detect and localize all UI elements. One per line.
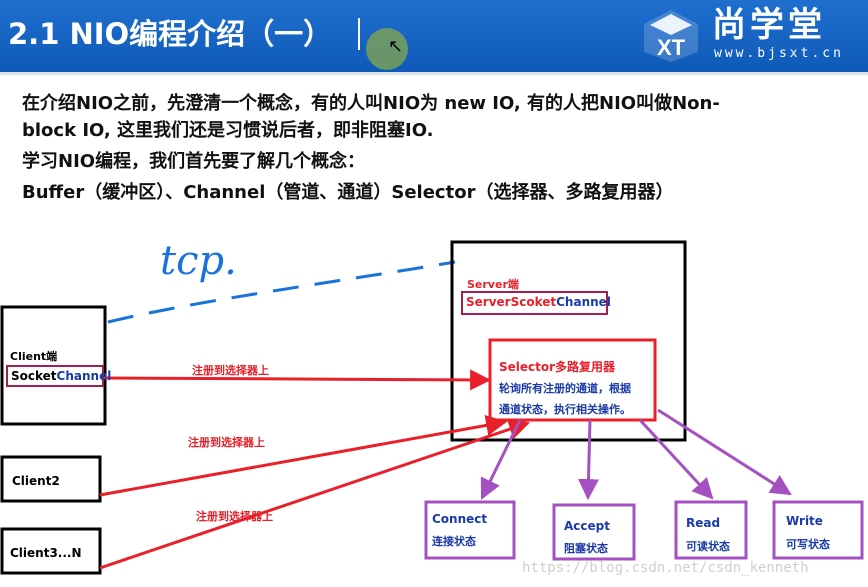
tcp-connection-line (107, 260, 456, 324)
register-label-3: 注册到选择器上 (196, 510, 273, 523)
register-arrow-3 (99, 419, 530, 570)
logo-name: 尚学堂 (712, 5, 826, 45)
state-box-write (772, 500, 864, 560)
client2-title: Client2 (12, 474, 60, 488)
state-connect-name: Connect (432, 512, 488, 526)
register-label-1: 注册到选择器上 (192, 364, 269, 377)
state-arrow-connect (480, 419, 522, 500)
state-read-name: Read (686, 516, 721, 530)
server-channel-box (461, 291, 608, 315)
title-divider (358, 18, 360, 50)
logo-mark-text: XT (657, 35, 686, 60)
selector-title: Selector多路复用器 (499, 360, 616, 374)
state-arrow-read (638, 418, 714, 500)
selector-desc-2: 通道状态，执行相关操作。 (499, 403, 631, 416)
state-box-connect (424, 500, 516, 560)
client1-channel-prefix: Socket (11, 369, 57, 383)
client1-channel-label: SocketChannel (11, 369, 111, 383)
state-connect-desc: 连接状态 (432, 535, 476, 548)
client2-box (0, 455, 102, 503)
selector-desc-1: 轮询所有注册的通道，根据 (499, 382, 631, 395)
state-accept-desc: 阻塞状态 (564, 542, 608, 555)
state-write-name: Write (786, 514, 823, 528)
server-box (450, 240, 687, 442)
state-write-desc: 可写状态 (786, 538, 830, 551)
selector-box (488, 338, 657, 422)
server-channel-suffix: Channel (556, 295, 611, 309)
client1-box (0, 305, 107, 426)
intro-line-2: block IO, 这里我们还是习惯说后者，即非阻塞IO. (22, 120, 434, 141)
slide-title: 2.1 NIO编程介绍（一） (8, 17, 333, 51)
register-label-2: 注册到选择器上 (188, 436, 265, 449)
server-title: Server端 (467, 278, 519, 291)
state-arrow-accept (577, 419, 599, 501)
intro-line-1: 在介绍NIO之前，先澄清一个概念，有的人叫NIO为 new IO, 有的人把NI… (22, 93, 720, 114)
title-bar: 2.1 NIO编程介绍（一） ↖ XT 尚学堂 www.bjsxt.cn (0, 0, 868, 75)
logo-icon: XT (644, 10, 698, 62)
tcp-label: tcp. (160, 238, 237, 284)
cursor-highlight (366, 28, 408, 70)
client3-box (0, 527, 102, 575)
mouse-pointer-icon: ↖ (388, 36, 404, 57)
server-channel-prefix: ServerScoket (466, 295, 557, 309)
intro-line-4: Buffer（缓冲区）、Channel（管道、通道）Selector（选择器、多… (22, 182, 674, 203)
register-arrow-1 (103, 369, 492, 391)
state-arrow-write (657, 408, 792, 496)
client3-title: Client3...N (10, 546, 82, 560)
client1-channel-suffix: Channel (56, 369, 112, 383)
register-arrow-2 (99, 415, 508, 497)
client1-channel-box (6, 365, 104, 387)
watermark: https://blog.csdn.net/csdn_kenneth (522, 560, 809, 576)
logo-url: www.bjsxt.cn (714, 46, 844, 61)
intro-line-3: 学习NIO编程，我们首先要了解几个概念： (22, 151, 366, 172)
state-box-read (674, 500, 748, 560)
server-channel-label: ServerScoketChannel (466, 295, 611, 309)
client1-title: Client端 (10, 350, 58, 363)
state-box-accept (552, 503, 636, 561)
state-read-desc: 可读状态 (686, 540, 730, 553)
state-accept-name: Accept (564, 519, 610, 533)
